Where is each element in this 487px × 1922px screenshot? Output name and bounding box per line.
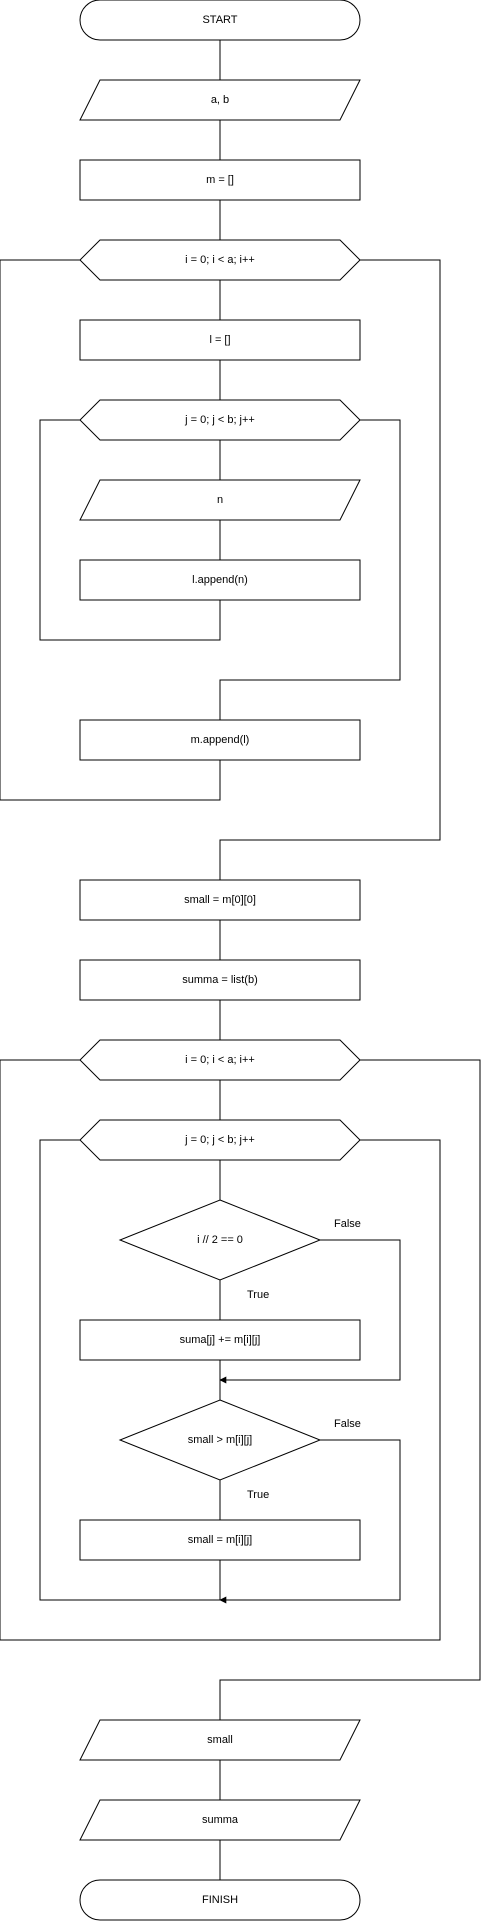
finish-label: FINISH [202, 1894, 238, 1906]
input-ab-label: a, b [211, 94, 229, 106]
node-init-small: small = m[0][0] [79, 879, 361, 921]
node-append-l: m.append(l) [79, 719, 361, 761]
edge-loop-j2-exit [0, 1059, 441, 1641]
edge-loop-j1-back [39, 419, 221, 641]
append-n-label: l.append(n) [192, 574, 248, 586]
node-loop-i-2: i = 0; i < a; i++ [79, 1039, 361, 1081]
node-init-m: m = [] [79, 159, 361, 201]
loop-j-1-label: j = 0; j < b; j++ [184, 414, 255, 426]
node-output-small: small [79, 1719, 361, 1761]
cond-1-label: i // 2 == 0 [197, 1234, 243, 1246]
node-loop-j-2: j = 0; j < b; j++ [79, 1119, 361, 1161]
cond-2-false-label: False [334, 1418, 361, 1430]
node-output-summa: summa [79, 1799, 361, 1841]
node-input-n: n [79, 479, 361, 521]
suma-update-label: suma[j] += m[i][j] [180, 1334, 261, 1346]
edge-loop-j1-exit [219, 419, 401, 720]
node-small-update: small = m[i][j] [79, 1519, 361, 1561]
edge-loop-i1-exit [219, 259, 441, 880]
edge-cond2-false [219, 1439, 401, 1604]
edge-loop-j2-back [39, 1139, 220, 1601]
node-loop-j-1: j = 0; j < b; j++ [79, 399, 361, 441]
cond-1-true-label: True [247, 1289, 269, 1301]
node-loop-i-1: i = 0; i < a; i++ [79, 239, 361, 281]
node-init-l: l = [] [79, 319, 361, 361]
init-small-label: small = m[0][0] [184, 894, 256, 906]
edge-cond1-false [219, 1239, 401, 1384]
edge-loop-i1-back [0, 259, 221, 801]
output-small-label: small [207, 1734, 233, 1746]
init-l-label: l = [] [209, 334, 230, 346]
node-cond-2: small > m[i][j] [118, 1399, 322, 1481]
start-label: START [202, 14, 237, 26]
node-input-ab: a, b [79, 79, 361, 121]
cond-1-false-label: False [334, 1218, 361, 1230]
node-cond-1: i // 2 == 0 [118, 1199, 322, 1281]
node-init-summa: summa = list(b) [79, 959, 361, 1001]
init-summa-label: summa = list(b) [182, 974, 258, 986]
edge-loop-i2-exit [219, 1059, 481, 1720]
node-finish: FINISH [79, 1879, 361, 1921]
init-m-label: m = [] [206, 174, 234, 186]
input-n-label: n [217, 494, 223, 506]
cond-2-true-label: True [247, 1489, 269, 1501]
loop-j-2-label: j = 0; j < b; j++ [184, 1134, 255, 1146]
node-suma-update: suma[j] += m[i][j] [79, 1319, 361, 1361]
cond-2-label: small > m[i][j] [188, 1434, 252, 1446]
node-start: START [79, 0, 361, 41]
output-summa-label: summa [202, 1814, 239, 1826]
connectors [0, 40, 481, 1880]
loop-i-1-label: i = 0; i < a; i++ [185, 254, 255, 266]
append-l-label: m.append(l) [191, 734, 250, 746]
loop-i-2-label: i = 0; i < a; i++ [185, 1054, 255, 1066]
small-update-label: small = m[i][j] [188, 1534, 252, 1546]
node-append-n: l.append(n) [79, 559, 361, 601]
